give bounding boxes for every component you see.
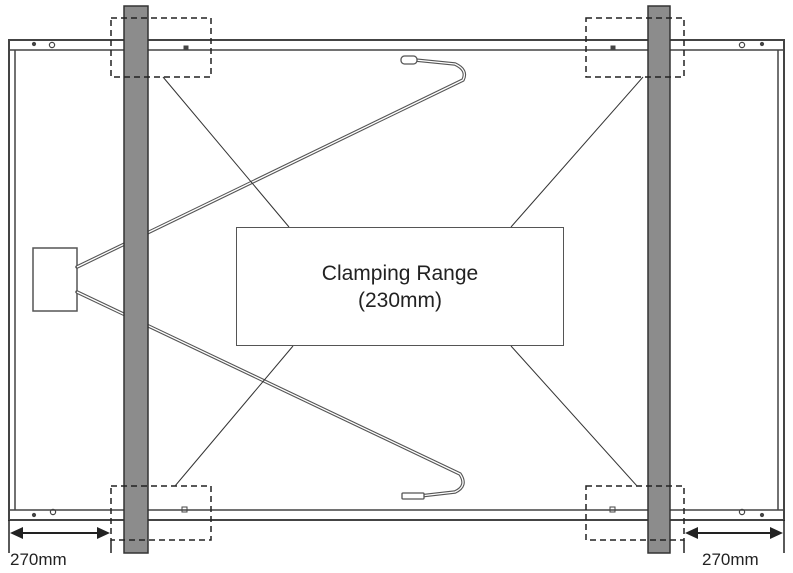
dimension-arrows xyxy=(8,520,785,553)
junction-box xyxy=(32,247,78,312)
leader-lines xyxy=(162,76,644,487)
clamping-zones xyxy=(110,17,685,541)
clamping-zone-bottom-right xyxy=(585,485,685,541)
clamp-rail-left xyxy=(123,5,149,554)
clamping-zone-top-right xyxy=(585,17,685,78)
clamp-rails xyxy=(123,5,671,554)
dimension-label-right: 270mm xyxy=(702,550,759,569)
callout-value: (230mm) xyxy=(357,288,442,312)
dimension-label-left: 270mm xyxy=(10,550,67,569)
connector-bottom xyxy=(401,492,425,500)
dim-left-arrowhead-start xyxy=(10,527,23,539)
callout-title: Clamping Range xyxy=(321,261,479,285)
dim-right-arrowhead-end xyxy=(770,527,783,539)
clamp-rail-right xyxy=(647,5,671,554)
connector-top xyxy=(400,55,418,65)
clamping-range-callout: Clamping Range (230mm) xyxy=(236,227,564,346)
clamping-zone-top-left xyxy=(110,17,212,78)
junction-box-and-cables xyxy=(32,55,467,500)
dim-left-arrowhead-end xyxy=(97,527,110,539)
dim-right-arrowhead-start xyxy=(685,527,698,539)
clamping-zone-bottom-left xyxy=(110,485,212,541)
